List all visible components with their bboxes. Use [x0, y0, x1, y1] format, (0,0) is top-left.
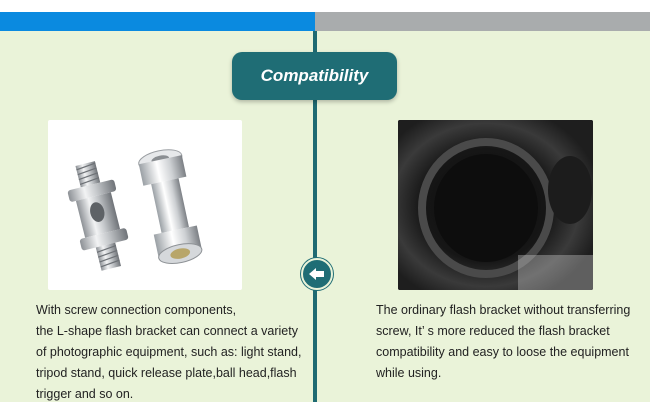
right-description: The ordinary flash bracket without trans…	[376, 300, 646, 384]
steel-screw-adapters-photo	[67, 149, 203, 271]
description-line: the L-shape flash bracket can connect a …	[36, 324, 298, 338]
title-badge: Compatibility	[232, 52, 397, 100]
description-line: trigger and so on.	[36, 387, 134, 401]
center-divider	[313, 31, 317, 402]
top-strip	[0, 0, 650, 12]
page-title: Compatibility	[260, 66, 369, 85]
description-line: The ordinary flash bracket without trans…	[376, 303, 631, 317]
description-line: of photographic equipment, such as: ligh…	[36, 345, 302, 359]
arrow-left-icon	[301, 258, 333, 290]
description-line: screw, It’ s more reduced the flash brac…	[376, 324, 610, 338]
bottom-strip	[0, 402, 650, 416]
left-description: With screw connection components, the L-…	[36, 300, 311, 405]
header-bar-left	[0, 12, 315, 31]
description-line: compatibility and easy to loose the equi…	[376, 345, 629, 359]
description-line: With screw connection components,	[36, 303, 237, 317]
description-line: while using.	[376, 366, 442, 380]
header-bar-right	[315, 12, 650, 31]
ordinary-bracket-hole-closeup-photo	[398, 120, 593, 290]
description-line: tripod stand, quick release plate,ball h…	[36, 366, 297, 380]
product-image-closeup	[398, 120, 593, 290]
product-image-screws	[48, 120, 242, 290]
